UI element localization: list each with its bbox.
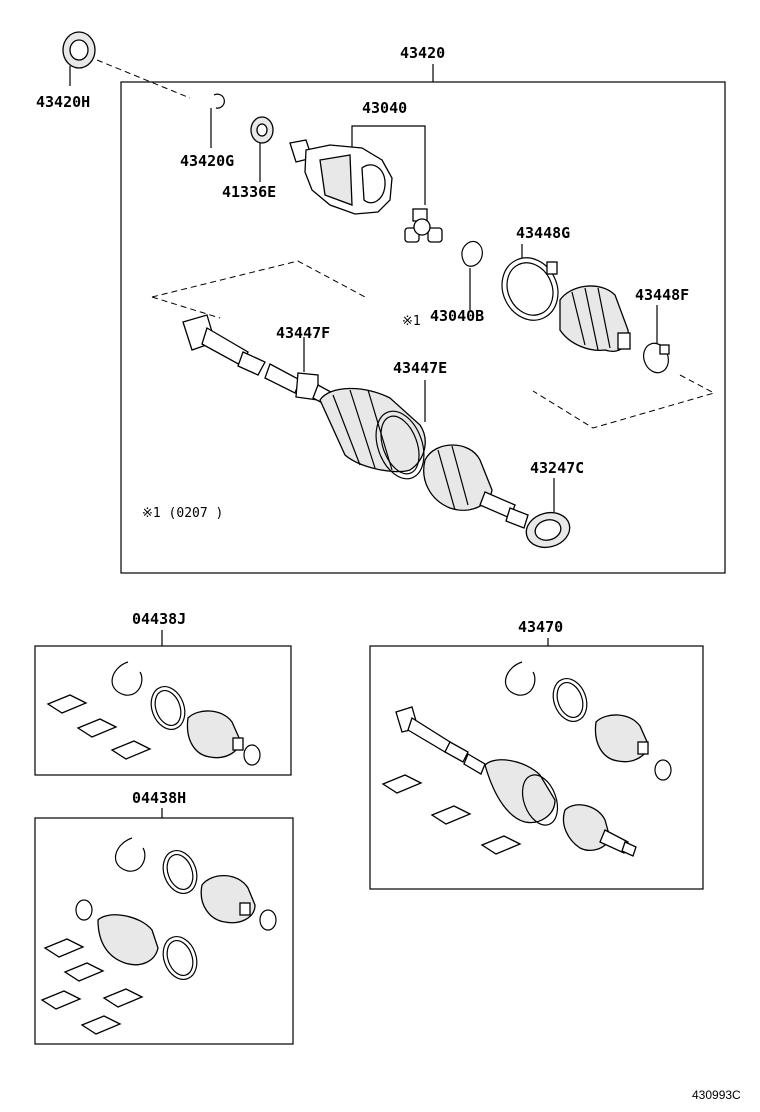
main-assembly-box [120,81,726,574]
label-43247c[interactable]: 43247C [530,459,584,477]
shaft-assy-box [369,645,704,890]
label-43040b[interactable]: 43040B [430,307,484,325]
label-43420h[interactable]: 43420H [36,93,90,111]
label-04438h[interactable]: 04438H [132,789,186,807]
clamp-43448f [643,305,670,374]
outboard-boot [319,387,426,480]
kit-h-parts [40,837,277,1035]
shaft-assy-parts [381,661,672,857]
label-43040[interactable]: 43040 [362,99,407,117]
label-43420[interactable]: 43420 [400,44,445,62]
label-43447e[interactable]: 43447E [393,359,447,377]
seal-43247c [525,478,571,549]
snap-ring-43420g [210,93,225,148]
kit-j-box [34,645,292,776]
kit-outline [151,260,366,298]
inboard-joint-housing [289,139,393,215]
label-43420g[interactable]: 43420G [180,152,234,170]
label-04438j[interactable]: 04438J [132,610,186,628]
label-43448f[interactable]: 43448F [635,286,689,304]
drive-shaft [182,314,341,411]
snap-ring-43040b [461,240,483,310]
oil-seal-43420h [62,31,96,86]
note-symbol-1: ※1 [402,314,421,329]
diagram-code: 430993C [692,1088,741,1102]
label-43447f[interactable]: 43447F [276,324,330,342]
label-43448g[interactable]: 43448G [516,224,570,242]
kit-h-box [34,817,294,1045]
label-43470[interactable]: 43470 [518,618,563,636]
tripod-spider [404,208,443,243]
clamp-43448g [501,244,559,321]
label-41336e[interactable]: 41336E [222,183,276,201]
kit-j-parts [46,661,261,766]
dust-seal-41336e [250,116,274,182]
outboard-joint [423,444,529,529]
note-text: ※1 (0207 ) [142,506,223,521]
inboard-boot [559,285,631,352]
